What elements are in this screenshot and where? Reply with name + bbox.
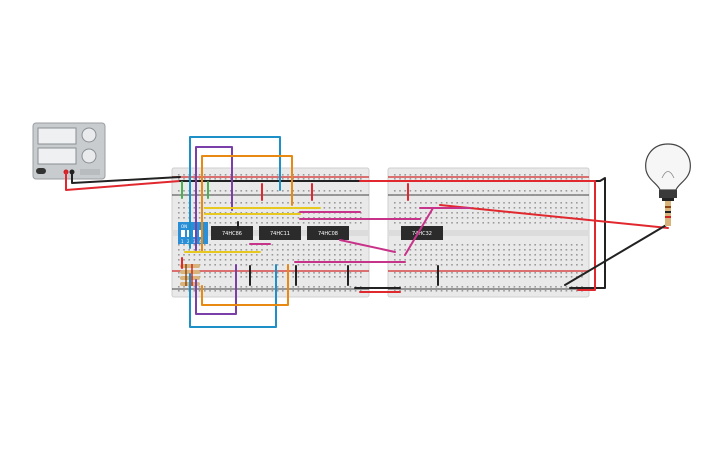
wire-red[interactable]	[359, 180, 596, 291]
wire-red[interactable]	[439, 204, 669, 229]
dip-number: 1	[181, 239, 184, 244]
wire-magenta[interactable]	[339, 239, 396, 253]
wire-black[interactable]	[71, 171, 181, 184]
wire-orange[interactable]	[201, 155, 293, 253]
wire-red[interactable]	[65, 171, 181, 191]
wire-orange[interactable]	[201, 264, 289, 306]
chip-74hc86[interactable]: 74HC86	[211, 226, 253, 240]
dip-number: 2	[187, 239, 190, 244]
breadboard-holes[interactable]	[394, 174, 583, 292]
breadboard-right	[387, 167, 590, 298]
chip-74hc08[interactable]: 74HC08	[307, 226, 349, 240]
dip-switch-icon[interactable]: ON 1 2 3 4	[178, 222, 208, 244]
breadboard-holes[interactable]	[178, 174, 362, 292]
chip-74hc11[interactable]: 74HC11	[259, 226, 301, 240]
wire-purple[interactable]	[195, 264, 237, 315]
dip-number: 4	[199, 239, 202, 244]
dip-number: 3	[193, 239, 196, 244]
wire-blue[interactable]	[189, 136, 281, 249]
chip-74hc32[interactable]: 74HC32	[401, 226, 443, 240]
wire-black[interactable]	[564, 223, 669, 286]
wire-magenta[interactable]	[404, 207, 434, 256]
light-bulb-icon[interactable]	[645, 143, 691, 226]
dip-on-label: ON	[181, 224, 187, 229]
chip-label: 74HC08	[318, 231, 338, 237]
chip-label: 74HC11	[270, 231, 290, 237]
chip-label: 74HC86	[222, 231, 242, 237]
power-supply-icon[interactable]	[32, 122, 106, 180]
wire-purple[interactable]	[195, 146, 233, 251]
chip-label: 74HC32	[412, 231, 432, 237]
wire-blue[interactable]	[189, 264, 277, 328]
